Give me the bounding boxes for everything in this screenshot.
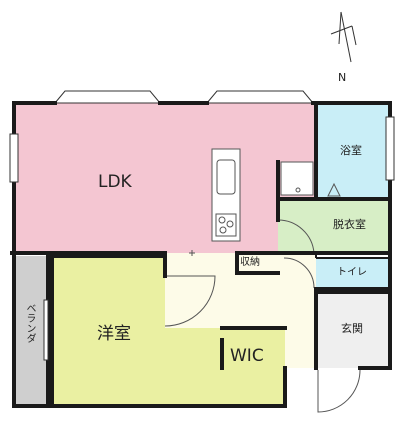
step-marker: [327, 182, 341, 197]
washer-space: [280, 161, 314, 196]
door-swing-dressing: [277, 219, 315, 254]
compass-icon: [330, 11, 357, 63]
room-label-entrance: 玄関: [341, 322, 363, 335]
room-label-bath: 浴室: [340, 144, 362, 157]
walls: [10, 101, 392, 408]
room-label-toilet: トイレ: [337, 267, 367, 278]
door-swing-entrance: [317, 369, 361, 413]
drain-icon: [295, 187, 301, 193]
window-western-left: [43, 299, 49, 361]
corridor-marker: [189, 250, 195, 256]
compass-label: N: [338, 71, 347, 84]
sink-icon: [216, 159, 236, 195]
ldk-area: [14, 103, 316, 253]
entrance-area: [316, 292, 390, 368]
wc-area: [316, 258, 390, 289]
window-bay-left: [53, 90, 162, 104]
veranda-area: [14, 256, 48, 406]
room-label-western: 洋室: [97, 324, 131, 344]
room-label-wic: WIC: [230, 346, 264, 366]
western-room-area: [52, 256, 285, 406]
room-label-storage: 収納: [240, 257, 260, 268]
bath-area: [316, 103, 390, 199]
room-label-ldk: LDK: [98, 172, 132, 192]
window-ldk-left: [9, 133, 19, 183]
storage-area: [237, 253, 278, 273]
stove-icon: [215, 213, 237, 237]
room-label-dressing: 脱衣室: [333, 218, 366, 231]
door-swing-western: [164, 275, 216, 327]
room-label-veranda: ベランダ: [24, 303, 35, 343]
window-bath-right: [385, 116, 395, 181]
dressing-area: [278, 199, 390, 253]
wic-area: [222, 328, 285, 368]
door-swing-toilet: [283, 257, 315, 289]
window-bay-right: [205, 90, 315, 104]
